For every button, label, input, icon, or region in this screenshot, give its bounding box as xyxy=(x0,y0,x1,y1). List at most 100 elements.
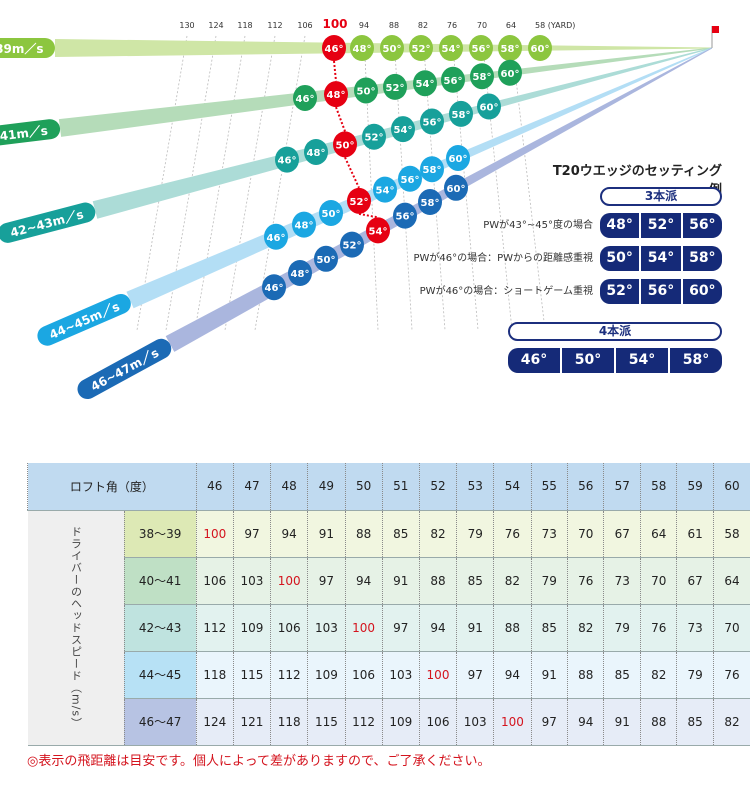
loft-ball-label: 50° xyxy=(357,86,376,97)
yard-tick-label: 70 xyxy=(477,21,487,30)
loft-ball: 52° xyxy=(347,187,371,214)
loft-ball: 52° xyxy=(383,73,407,100)
loft-ball: 48° xyxy=(350,35,374,61)
loft-ball: 54° xyxy=(439,35,463,61)
loft-ball-label: 48° xyxy=(295,221,314,232)
distance-cell: 94 xyxy=(566,698,604,746)
yard-tick-label: 112 xyxy=(267,21,282,30)
loft-ball: 52° xyxy=(409,35,433,61)
loft-ball-label: 56° xyxy=(472,44,491,55)
loft-ball-label: 60° xyxy=(531,44,550,55)
loft-ball-label: 54° xyxy=(369,226,388,237)
distance-cell: 121 xyxy=(232,698,271,746)
footnote: ◎表示の飛距離は目安です。個人によって差がありますので、ご了承ください。 xyxy=(27,754,491,769)
loft-ball: 60° xyxy=(444,174,468,201)
loft-ball: 58° xyxy=(418,189,442,216)
loft-cell: 60° xyxy=(682,279,722,304)
loft-ball-label: 48° xyxy=(327,90,346,101)
distance-cell: 94 xyxy=(270,510,308,558)
loft-ball: 46° xyxy=(322,35,346,61)
distance-cell: 82 xyxy=(639,651,677,699)
distance-cell: 97 xyxy=(232,510,271,558)
distance-cell: 100 xyxy=(195,510,234,558)
red-connector xyxy=(344,156,360,189)
yard-tick-label: 76 xyxy=(447,21,457,30)
loft-ball: 48° xyxy=(288,260,312,287)
loft-ball-label: 54° xyxy=(394,125,413,136)
loft-ball-label: 46° xyxy=(296,94,315,105)
loft-column-header: 57 xyxy=(603,463,641,511)
loft-ball: 48° xyxy=(324,81,348,108)
loft-ball: 54° xyxy=(373,176,397,203)
loft-ball: 54° xyxy=(391,116,415,143)
loft-ball-label: 58° xyxy=(423,165,442,176)
distance-cell: 88 xyxy=(493,604,532,652)
distance-cell: 64 xyxy=(639,510,677,558)
loft-column-header: 53 xyxy=(456,463,494,511)
speed-cell: 44～45 xyxy=(123,651,197,699)
loft-cell: 52° xyxy=(641,213,681,238)
loft-ball: 46° xyxy=(275,146,299,173)
loft-ball: 46° xyxy=(264,223,288,250)
speed-band: 38~39m／s46°48°50°52°54°56°58°60° xyxy=(0,35,712,61)
loft-ball: 58° xyxy=(420,156,444,183)
loft-ball-label: 54° xyxy=(416,79,435,90)
distance-cell: 97 xyxy=(381,604,420,652)
three-club-label: 3本派 xyxy=(600,187,722,206)
loft-cell: 48° xyxy=(600,213,640,238)
speed-label-pill: 40~41m／s xyxy=(0,119,61,149)
distance-cell: 88 xyxy=(566,651,604,699)
loft-cell: 56° xyxy=(641,279,681,304)
loft-ball: 50° xyxy=(319,199,343,226)
distance-cell: 100 xyxy=(270,557,308,605)
loft-ball: 50° xyxy=(354,77,378,104)
setting-row-label: PWが46°の場合：PWからの距離感重視 xyxy=(413,253,593,264)
loft-column-header: 46 xyxy=(195,463,234,511)
loft-ball: 56° xyxy=(393,202,417,229)
distance-cell: 91 xyxy=(381,557,420,605)
loft-ball-label: 58° xyxy=(473,72,492,83)
distance-cell: 91 xyxy=(456,604,494,652)
loft-column-header: 60 xyxy=(712,463,750,511)
loft-ball-label: 50° xyxy=(317,255,336,266)
distance-cell: 70 xyxy=(566,510,604,558)
distance-cell: 76 xyxy=(712,651,750,699)
loft-cell: 50° xyxy=(600,246,640,271)
speed-band: 40~41m／s 46° 48° 50° 52° 54° 56° 58° 60° xyxy=(0,47,712,149)
loft-ball: 58° xyxy=(470,63,494,90)
distance-cell: 73 xyxy=(603,557,641,605)
speed-label-pill: 42~43m／s xyxy=(0,202,96,243)
loft-ball: 58° xyxy=(498,35,522,61)
loft-ball-label: 56° xyxy=(396,212,415,223)
loft-ball: 48° xyxy=(292,211,316,238)
loft-ball-label: 56° xyxy=(401,175,420,186)
loft-ball-label: 56° xyxy=(444,76,463,87)
loft-column-header: 48 xyxy=(270,463,308,511)
distance-cell: 79 xyxy=(530,557,568,605)
loft-ball: 56° xyxy=(420,108,444,135)
distance-cell: 70 xyxy=(639,557,677,605)
distance-cell: 103 xyxy=(232,557,271,605)
loft-ball: 60° xyxy=(477,93,501,120)
yard-tick-label: 106 xyxy=(297,21,312,30)
loft-cell: 52° xyxy=(600,279,640,304)
loft-ball-label: 50° xyxy=(322,209,341,220)
yard-guide-line xyxy=(224,35,276,331)
distance-cell: 88 xyxy=(639,698,677,746)
loft-column-header: 49 xyxy=(307,463,345,511)
loft-ball-label: 48° xyxy=(353,44,372,55)
loft-ball-label: 48° xyxy=(307,148,326,159)
yard-tick-label: 64 xyxy=(506,21,516,30)
distance-cell: 97 xyxy=(456,651,494,699)
distance-cell: 79 xyxy=(456,510,494,558)
distance-cell: 82 xyxy=(566,604,604,652)
distance-cell: 76 xyxy=(493,510,532,558)
loft-column-header: 47 xyxy=(232,463,271,511)
loft-ball: 54° xyxy=(413,70,437,97)
distance-cell: 97 xyxy=(530,698,568,746)
distance-cell: 115 xyxy=(232,651,271,699)
distance-cell: 103 xyxy=(381,651,420,699)
loft-ball-label: 56° xyxy=(423,118,442,129)
